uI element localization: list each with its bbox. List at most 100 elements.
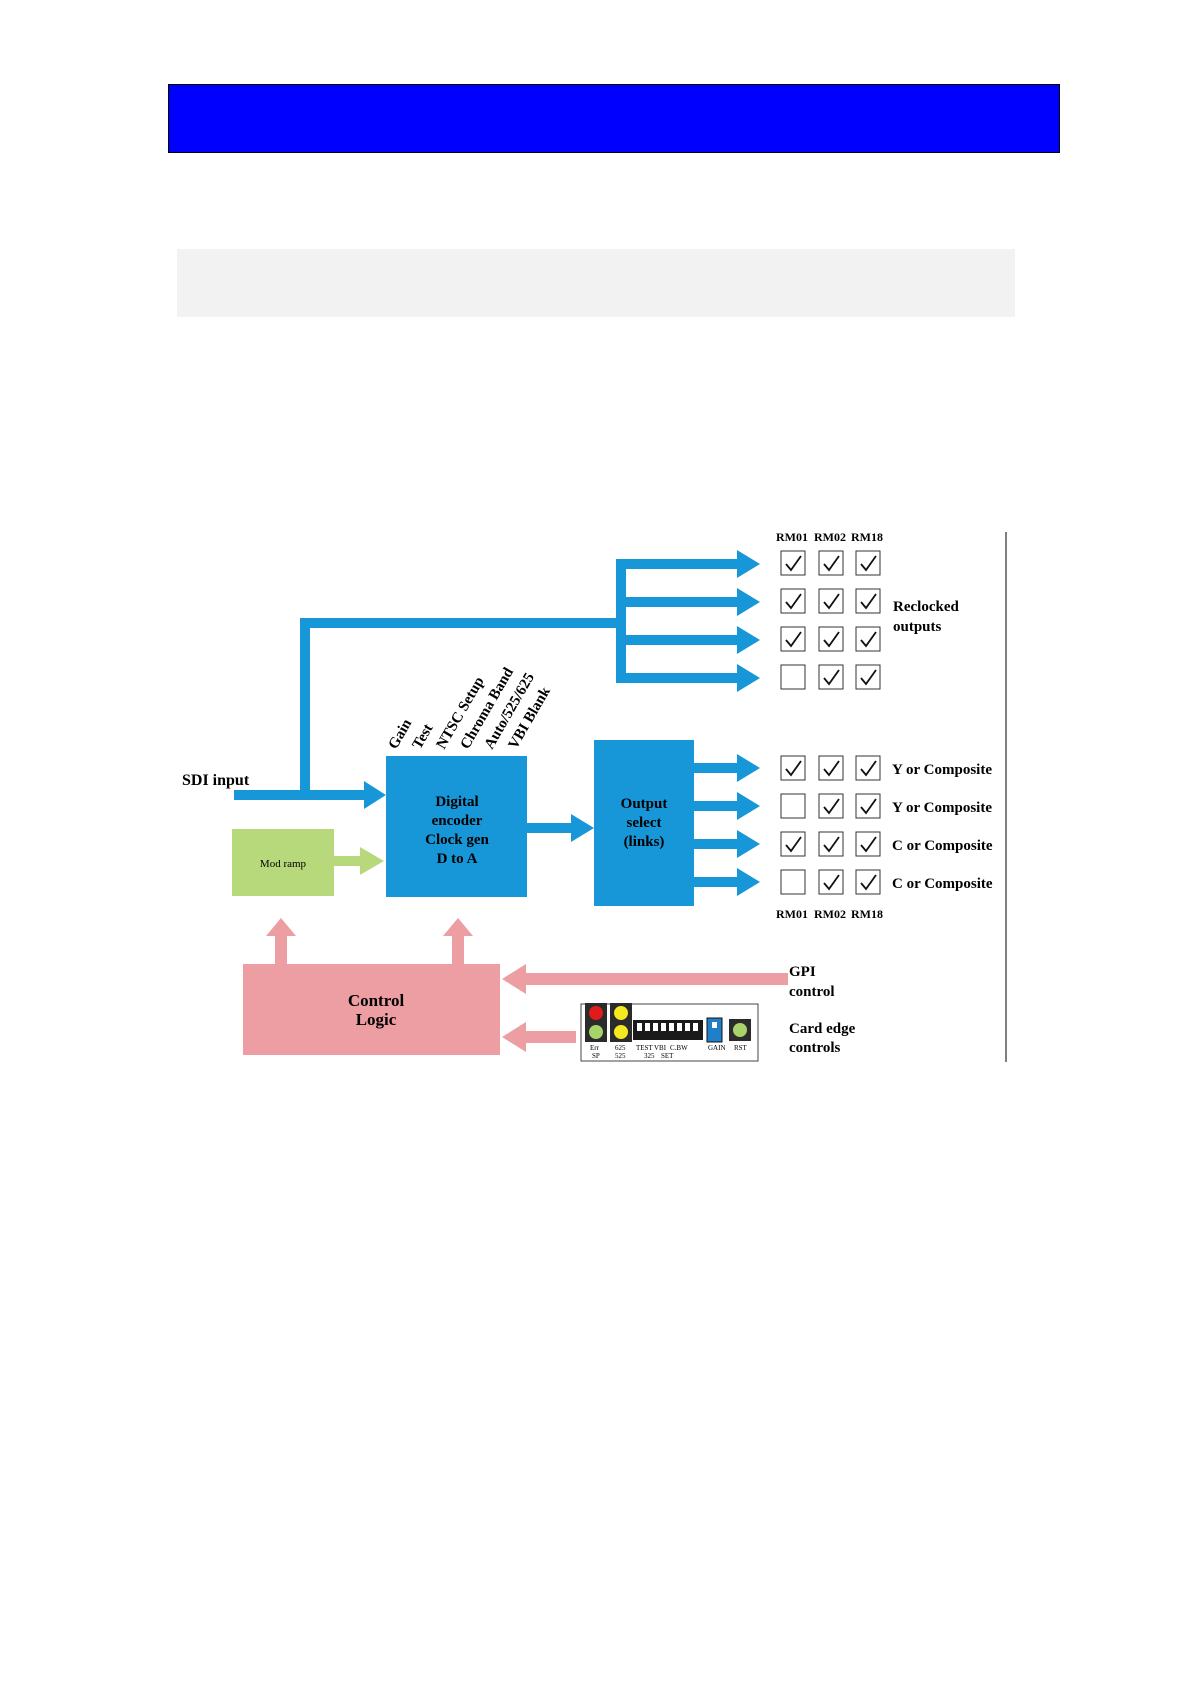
checkmark-icon xyxy=(860,874,877,891)
encoded-arrows xyxy=(694,754,760,896)
model-checkbox xyxy=(855,831,881,857)
gain-pot-icon xyxy=(706,1017,723,1043)
checkmark-icon xyxy=(823,874,840,891)
model-checkbox xyxy=(818,831,844,857)
reclocked-grid xyxy=(780,550,881,690)
error-led-icon xyxy=(589,1006,603,1020)
card-label: 325 xyxy=(644,1052,655,1060)
control-logic-line: Control xyxy=(348,991,405,1010)
card-edge-line: controls xyxy=(789,1040,841,1056)
gpi-label: GPI control xyxy=(789,964,835,1000)
card-label: GAIN xyxy=(708,1044,726,1052)
output-select-line: (links) xyxy=(624,834,665,850)
model-checkbox xyxy=(855,550,881,576)
standard-625-led-icon xyxy=(614,1006,628,1020)
model-header: RM18 xyxy=(851,530,883,544)
model-checkbox xyxy=(818,664,844,690)
encoded-output-label: Y or Composite xyxy=(892,800,992,816)
model-checkbox xyxy=(780,793,806,819)
model-header: RM02 xyxy=(814,530,846,544)
control-logic-block xyxy=(243,964,500,1055)
card-label: 525 xyxy=(615,1052,626,1060)
output-select-block xyxy=(594,740,694,906)
encoder-block xyxy=(386,756,527,897)
card-edge-illustration: Err 625 TEST VBI C.BW GAIN RST SP 525 32… xyxy=(580,1003,759,1062)
checkmark-icon xyxy=(785,760,802,777)
mod-ramp-label: Mod ramp xyxy=(260,858,307,870)
model-checkbox xyxy=(780,626,806,652)
model-checkbox xyxy=(780,755,806,781)
card-label: SP xyxy=(592,1052,600,1060)
checkmark-icon xyxy=(860,836,877,853)
card-label: VBI xyxy=(654,1044,667,1052)
model-checkbox xyxy=(780,869,806,895)
model-checkbox xyxy=(818,550,844,576)
model-checkbox xyxy=(818,626,844,652)
output-select-text: Output select (links) xyxy=(621,796,668,850)
model-headers-top: RM01 RM02 RM18 xyxy=(776,530,883,544)
checkmark-icon xyxy=(785,555,802,572)
checkmark-icon xyxy=(823,555,840,572)
encoded-output-label: Y or Composite xyxy=(892,762,992,778)
model-checkbox xyxy=(818,793,844,819)
model-checkbox xyxy=(818,755,844,781)
dip-switch-bank xyxy=(633,1020,703,1040)
subheader-band xyxy=(177,249,1015,317)
sdi-signal-path xyxy=(234,559,626,809)
checkmark-icon xyxy=(860,631,877,648)
checkmark-icon xyxy=(823,593,840,610)
card-label: SET xyxy=(661,1052,674,1060)
model-header: RM01 xyxy=(776,907,808,921)
model-checkbox xyxy=(818,869,844,895)
standard-525-led-icon xyxy=(614,1025,628,1039)
checkmark-icon xyxy=(860,760,877,777)
card-label: TEST xyxy=(636,1044,653,1052)
control-label-gain: Gain xyxy=(386,716,416,752)
model-checkbox xyxy=(780,550,806,576)
model-checkbox xyxy=(780,588,806,614)
checkmark-icon xyxy=(785,593,802,610)
control-logic-text: Control Logic xyxy=(348,991,405,1029)
control-arrows xyxy=(266,918,788,1052)
checkmark-icon xyxy=(860,555,877,572)
encoder-line: Digital xyxy=(435,794,478,810)
encoded-output-label: C or Composite xyxy=(892,876,993,892)
model-checkbox xyxy=(780,664,806,690)
model-checkbox xyxy=(855,588,881,614)
control-logic-line: Logic xyxy=(356,1010,397,1029)
checkmark-icon xyxy=(823,836,840,853)
model-headers-bottom: RM01 RM02 RM18 xyxy=(776,907,883,921)
model-checkbox xyxy=(855,626,881,652)
checkmark-icon xyxy=(823,631,840,648)
card-edge-line: Card edge xyxy=(789,1021,856,1037)
card-label: C.BW xyxy=(670,1044,688,1052)
gpi-line: control xyxy=(789,984,835,1000)
encoded-output-label: C or Composite xyxy=(892,838,993,854)
checkmark-icon xyxy=(860,798,877,815)
checkmark-icon xyxy=(823,760,840,777)
encoder-line: Clock gen xyxy=(425,832,489,848)
checkmark-icon xyxy=(785,631,802,648)
encoded-grid xyxy=(780,755,881,895)
control-labels: Gain Test NTSC Setup Chroma Band Auto/52… xyxy=(386,665,555,752)
header-bar xyxy=(168,84,1060,153)
card-edge-label: Card edge controls xyxy=(789,1021,856,1056)
checkmark-icon xyxy=(785,836,802,853)
card-label: RST xyxy=(734,1044,748,1052)
checkmark-icon xyxy=(860,669,877,686)
gpi-line: GPI xyxy=(789,964,816,980)
encoder-text: Digital encoder Clock gen D to A xyxy=(425,794,489,867)
reclocked-arrows xyxy=(616,550,760,692)
encoded-labels: Y or Composite Y or Composite C or Compo… xyxy=(892,762,993,892)
checkmark-icon xyxy=(823,798,840,815)
encoder-line: D to A xyxy=(437,851,478,867)
model-header: RM02 xyxy=(814,907,846,921)
output-select-line: select xyxy=(627,815,662,831)
reclocked-line: outputs xyxy=(893,619,942,635)
model-checkbox xyxy=(780,831,806,857)
encoder-line: encoder xyxy=(432,813,483,829)
sdi-input-label: SDI input xyxy=(182,772,250,789)
mod-ramp-block xyxy=(232,829,334,896)
model-checkbox xyxy=(855,664,881,690)
